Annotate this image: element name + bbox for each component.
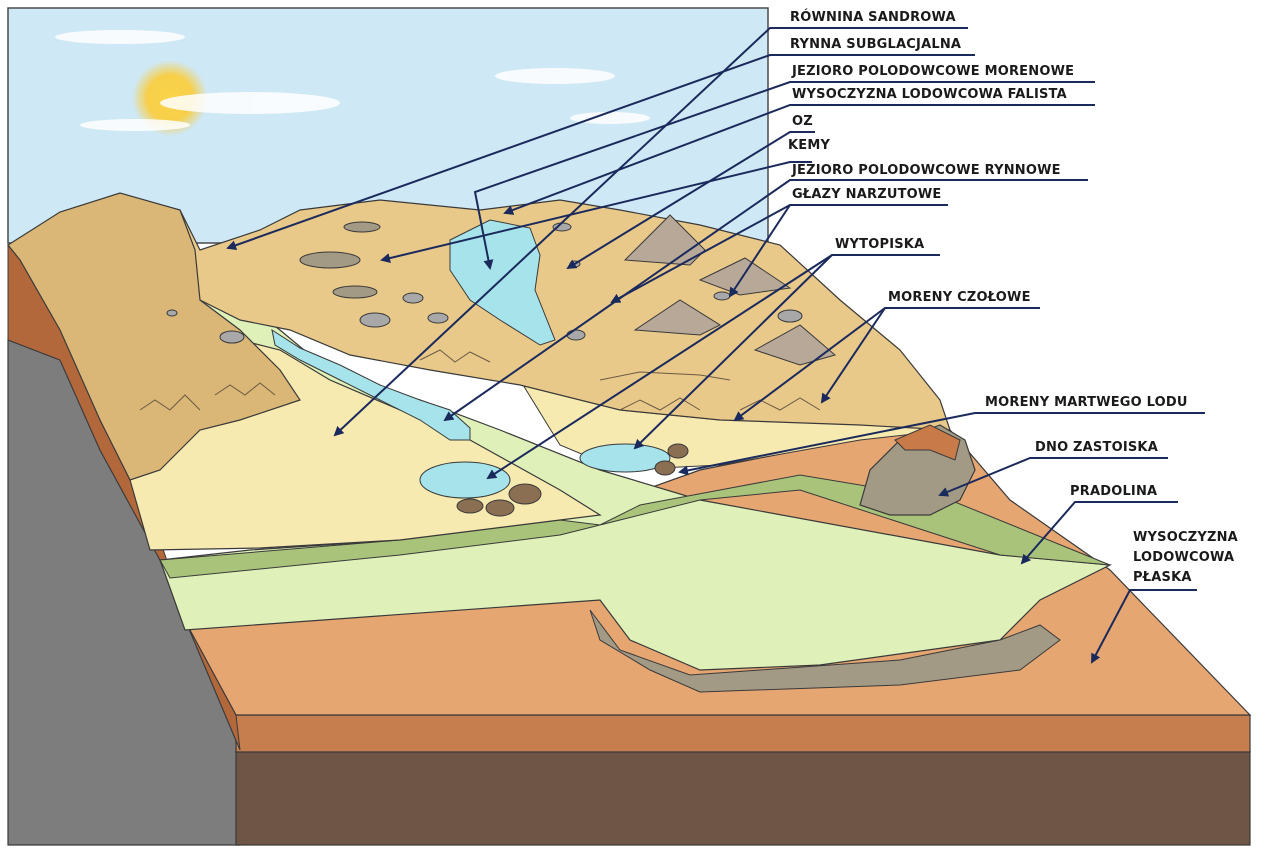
cloud xyxy=(55,30,650,131)
label-wysoczyzna-plaska-line3: PŁASKA xyxy=(1133,570,1192,585)
ridge-lines xyxy=(139,349,821,411)
ribbon-lake xyxy=(271,328,471,441)
small-lake xyxy=(579,443,671,473)
kame-hills xyxy=(623,214,837,366)
soil-layer-top xyxy=(235,714,1251,753)
label-underlines xyxy=(787,27,1205,591)
label-rynna-subglacjalna: RYNNA SUBGLACJALNA xyxy=(790,37,962,52)
label-dno-zastoiska: DNO ZASTOISKA xyxy=(1035,440,1158,455)
moraine-boulders xyxy=(456,443,689,517)
label-wysoczyzna-plaska-line1: WYSOCZYZNA xyxy=(1133,530,1238,545)
label-kemy: KEMY xyxy=(788,138,831,153)
dead-ice-hollows xyxy=(299,221,381,299)
morainic-lake xyxy=(449,219,556,346)
label-glazy-narzutowe: GŁAZY NARZUTOWE xyxy=(792,187,942,202)
label-wytopiska: WYTOPISKA xyxy=(835,237,925,252)
label-wysoczyzna-plaska-line2: LODOWCOWA xyxy=(1133,550,1235,565)
left-hill xyxy=(7,192,301,481)
label-moreny-czolowe: MORENY CZOŁOWE xyxy=(888,290,1031,305)
label-moreny-martwego-lodu: MORENY MARTWEGO LODU xyxy=(985,395,1188,410)
valley-basin xyxy=(589,609,1061,693)
label-rownina-sandrowa: RÓWNINA SANDROWA xyxy=(790,10,956,25)
label-pradolina: PRADOLINA xyxy=(1070,484,1158,499)
kettle-lake xyxy=(419,461,511,499)
soil-layer-bottom xyxy=(235,749,1251,846)
label-oz: OZ xyxy=(792,114,813,129)
lake-basin-rim xyxy=(894,424,961,461)
label-jezioro-rynnowe: JEZIORO POLODOWCOWE RYNNOWE xyxy=(792,163,1061,178)
label-jezioro-morenowe: JEZIORO POLODOWCOWE MORENOWE xyxy=(792,64,1075,79)
label-wysoczyzna-falista: WYSOCZYZNA LODOWCOWA FALISTA xyxy=(792,87,1067,102)
